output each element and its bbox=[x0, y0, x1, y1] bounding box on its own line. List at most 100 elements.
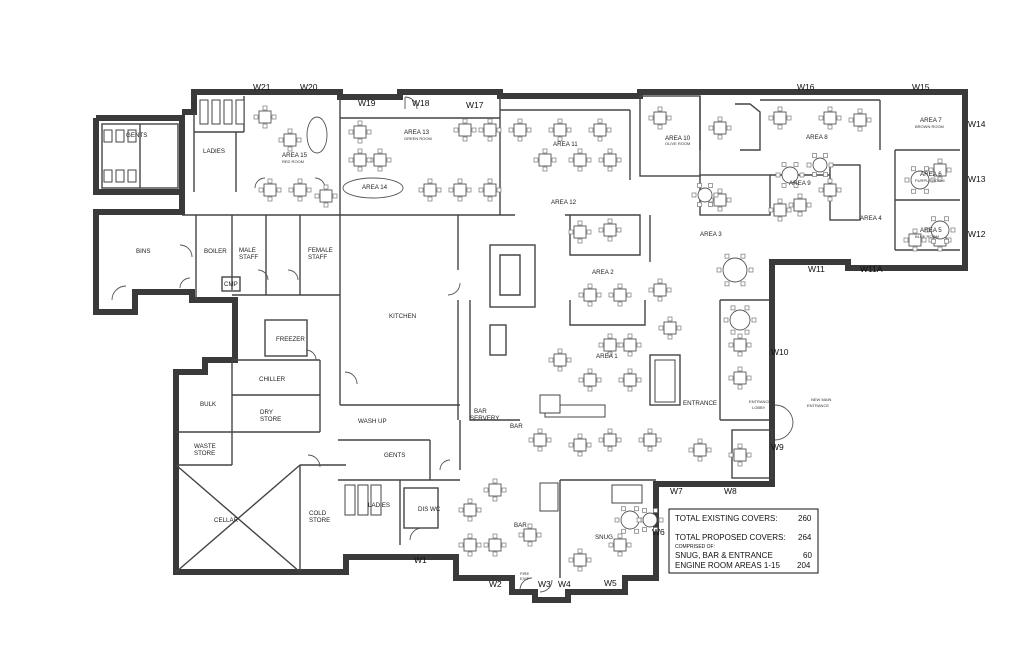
chair bbox=[638, 437, 644, 443]
chair bbox=[568, 557, 574, 563]
snug-bar-entrance-label: SNUG, BAR & ENTRANCE bbox=[675, 551, 773, 560]
chair bbox=[348, 157, 354, 163]
chair bbox=[657, 278, 663, 284]
square-table bbox=[458, 123, 472, 137]
chair bbox=[276, 187, 282, 193]
square-table bbox=[603, 223, 617, 237]
chair bbox=[577, 433, 583, 439]
chair bbox=[518, 532, 524, 538]
chair bbox=[617, 283, 623, 289]
toilet-cubicle bbox=[235, 99, 245, 125]
room-freezer: FREEZER bbox=[276, 336, 305, 343]
chair bbox=[566, 357, 572, 363]
male-staff-line-2: STAFF bbox=[239, 254, 258, 261]
toilet-cubicle bbox=[357, 484, 369, 516]
chair bbox=[616, 227, 622, 233]
square-table bbox=[603, 153, 617, 167]
existing-covers-value: 260 bbox=[798, 514, 812, 523]
chair bbox=[818, 187, 824, 193]
chair bbox=[676, 325, 682, 331]
chair bbox=[598, 157, 604, 163]
chair bbox=[348, 129, 354, 135]
square-table bbox=[643, 433, 657, 447]
chair bbox=[823, 172, 828, 177]
square-table bbox=[823, 183, 837, 197]
chair bbox=[666, 115, 672, 121]
toilet-cubicle bbox=[199, 99, 209, 125]
chair bbox=[487, 178, 493, 184]
square-table bbox=[908, 233, 922, 247]
chair bbox=[726, 197, 732, 203]
chair bbox=[658, 325, 664, 331]
chair bbox=[618, 377, 624, 383]
chair bbox=[427, 196, 433, 202]
chair bbox=[697, 456, 703, 462]
room-area-13-sub: GREEN ROOM bbox=[404, 136, 432, 141]
chair bbox=[717, 116, 723, 122]
chair bbox=[548, 357, 554, 363]
square-table bbox=[933, 163, 947, 177]
chair bbox=[617, 551, 623, 557]
chair bbox=[586, 442, 592, 448]
chair bbox=[366, 157, 372, 163]
chair bbox=[557, 136, 563, 142]
chair bbox=[857, 108, 863, 114]
chair bbox=[462, 136, 468, 142]
chair bbox=[828, 162, 834, 168]
chair bbox=[467, 498, 473, 504]
chair bbox=[737, 351, 743, 357]
room-area-8: AREA 8 bbox=[806, 134, 828, 141]
chair bbox=[708, 183, 713, 188]
room-boiler: BOILER bbox=[204, 248, 227, 255]
chair bbox=[667, 334, 673, 340]
square-table bbox=[463, 538, 477, 552]
chair bbox=[262, 105, 268, 111]
chair bbox=[647, 428, 653, 434]
chair bbox=[617, 533, 623, 539]
chair bbox=[636, 342, 642, 348]
oval-table bbox=[306, 116, 328, 154]
room-snug: SNUG bbox=[595, 534, 613, 541]
chair bbox=[568, 442, 574, 448]
chair bbox=[577, 166, 583, 172]
chair bbox=[768, 115, 774, 121]
square-table bbox=[353, 153, 367, 167]
chair bbox=[911, 188, 916, 194]
chair bbox=[799, 172, 805, 178]
chair bbox=[296, 137, 302, 143]
chair bbox=[657, 296, 663, 302]
square-table bbox=[733, 338, 747, 352]
chair bbox=[937, 158, 943, 164]
engine-room-label: ENGINE ROOM AREAS 1-15 bbox=[675, 561, 780, 570]
chair bbox=[607, 218, 613, 224]
chair bbox=[597, 136, 603, 142]
chair bbox=[288, 187, 294, 193]
chair bbox=[812, 153, 817, 158]
chair bbox=[607, 333, 613, 339]
round-table bbox=[930, 220, 950, 240]
chair bbox=[314, 193, 320, 199]
chair bbox=[453, 127, 459, 133]
chair bbox=[596, 292, 602, 298]
chair bbox=[597, 118, 603, 124]
male-staff-line-1: MALE bbox=[239, 247, 256, 254]
square-table bbox=[653, 111, 667, 125]
chair bbox=[656, 437, 662, 443]
square-table bbox=[573, 553, 587, 567]
sofa bbox=[654, 359, 676, 403]
chair bbox=[377, 166, 383, 172]
chair bbox=[546, 437, 552, 443]
square-table bbox=[513, 123, 527, 137]
square-table bbox=[523, 528, 537, 542]
chair bbox=[793, 162, 799, 167]
chair bbox=[726, 125, 732, 131]
partitions bbox=[101, 95, 960, 578]
room-area-5: AREA 5 bbox=[920, 227, 942, 234]
chair bbox=[642, 508, 647, 513]
toilet-cubicle bbox=[103, 129, 113, 143]
chair bbox=[427, 178, 433, 184]
chair bbox=[748, 267, 754, 273]
